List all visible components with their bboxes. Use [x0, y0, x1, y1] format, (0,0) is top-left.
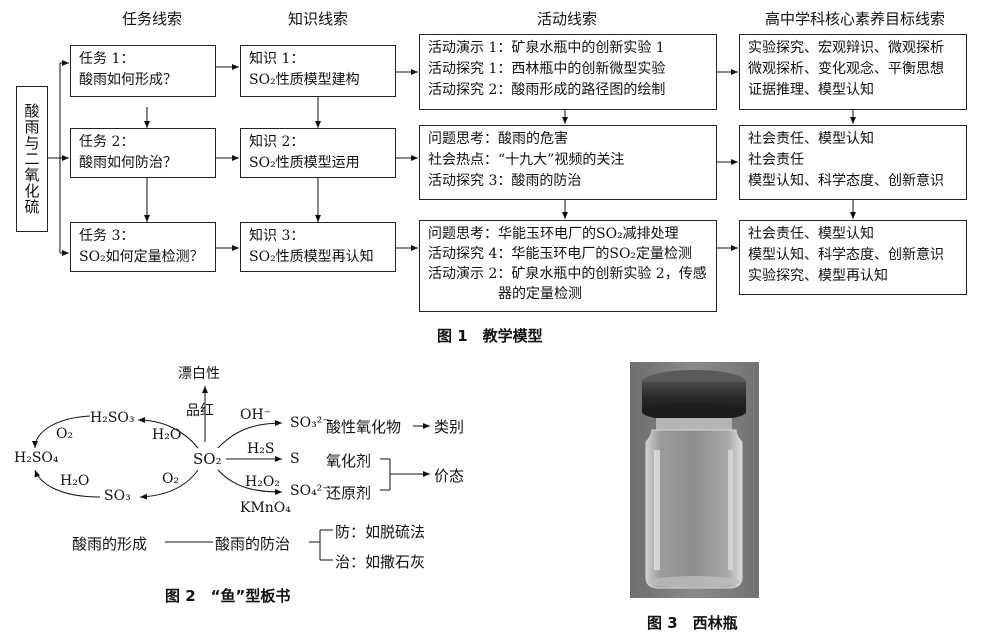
goal-box-2: 社会责任、模型认知 社会责任 模型认知、科学态度、创新意识 — [739, 125, 967, 200]
knowledge-2-title: 知识 2： — [249, 134, 305, 150]
knowledge-box-1: 知识 1： SO₂性质模型建构 — [240, 45, 396, 97]
knowledge-2-text: SO₂性质模型运用 — [249, 155, 360, 171]
label-o2-bottom: O₂ — [162, 471, 180, 487]
label-prevent: 防：如脱硫法 — [335, 523, 426, 541]
activity-1-line-3: 活动探究 2：酸雨形成的路径图的绘制 — [428, 82, 666, 98]
task-2-text: 酸雨如何防治？ — [79, 155, 177, 171]
node-h2so4: H₂SO₄ — [14, 450, 59, 466]
node-so3-2minus: SO₃²⁻ — [290, 415, 330, 431]
activity-1-line-2: 活动探究 1：西林瓶中的创新微型实验 — [428, 61, 666, 77]
label-category: 类别 — [434, 418, 465, 436]
activity-1-line-1: 活动演示 1：矿泉水瓶中的创新实验 1 — [428, 40, 665, 56]
header-goals: 高中学科核心素养目标线索 — [764, 10, 945, 28]
node-h2so3: H₂SO₃ — [90, 410, 135, 426]
goal-3-line-1: 社会责任、模型认知 — [748, 226, 874, 242]
task-3-text: SO₂如何定量检测？ — [79, 249, 204, 265]
node-so3: SO₃ — [104, 488, 131, 504]
activity-2-line-2: 社会热点：“十九大”视频的关注 — [428, 152, 625, 168]
goal-box-3: 社会责任、模型认知 模型认知、科学态度、创新意识 实验探究、模型再认知 — [739, 220, 967, 295]
goal-box-1: 实验探究、宏观辩识、微观探析 微观探析、变化观念、平衡思想 证据推理、模型认知 — [739, 34, 967, 110]
label-acidic-oxide: 酸性氧化物 — [326, 418, 402, 436]
label-h2o-bottom: H₂O — [60, 473, 90, 489]
label-h2s: H₂S — [247, 441, 275, 457]
label-valence: 价态 — [434, 467, 465, 485]
side-label: 酸雨与二氧化硫 — [16, 86, 48, 232]
activity-box-1: 活动演示 1：矿泉水瓶中的创新实验 1 活动探究 1：西林瓶中的创新微型实验 活… — [419, 34, 717, 110]
label-oh: OH⁻ — [240, 407, 272, 423]
node-so2: SO₂ — [193, 450, 222, 468]
goal-2-line-1: 社会责任、模型认知 — [748, 131, 874, 147]
task-1-text: 酸雨如何形成？ — [79, 72, 177, 88]
task-2-title: 任务 2： — [79, 134, 135, 150]
header-task: 任务线索 — [121, 10, 182, 28]
knowledge-1-text: SO₂性质模型建构 — [249, 72, 360, 88]
activity-3-line-4: 器的定量检测 — [428, 286, 582, 302]
vial-illustration — [630, 362, 759, 598]
knowledge-box-3: 知识 3： SO₂性质模型再认知 — [240, 222, 396, 272]
knowledge-3-title: 知识 3： — [249, 228, 305, 244]
vial-photo — [630, 362, 759, 598]
label-h2o-top: H₂O — [152, 427, 182, 443]
activity-2-line-3: 活动探究 3：酸雨的防治 — [428, 173, 582, 189]
label-acid-rain-formation: 酸雨的形成 — [72, 535, 148, 553]
figure3-caption: 图 3 西林瓶 — [647, 614, 738, 632]
label-h2o2: H₂O₂ — [245, 474, 280, 490]
activity-3-line-1: 问题思考：华能玉环电厂的SO₂减排处理 — [428, 226, 679, 242]
label-kmno4: KMnO₄ — [240, 500, 291, 516]
knowledge-box-2: 知识 2： SO₂性质模型运用 — [240, 128, 396, 178]
figure2-caption: 图 2 “鱼”型板书 — [165, 587, 291, 605]
goal-1-line-3: 证据推理、模型认知 — [748, 82, 874, 98]
task-1-title: 任务 1： — [79, 51, 135, 67]
node-s: S — [290, 451, 300, 467]
label-oxidant: 氧化剂 — [326, 452, 372, 470]
task-box-1: 任务 1： 酸雨如何形成？ — [70, 45, 216, 97]
knowledge-1-title: 知识 1： — [249, 51, 305, 67]
label-acid-rain-control: 酸雨的防治 — [215, 535, 291, 553]
label-reductant: 还原剂 — [326, 484, 372, 502]
label-pinhong: 品红 — [186, 403, 214, 419]
task-3-title: 任务 3： — [79, 228, 135, 244]
goal-3-line-3: 实验探究、模型再认知 — [748, 268, 888, 284]
label-bleach: 漂白性 — [178, 366, 220, 382]
header-activity: 活动线索 — [536, 10, 597, 28]
task-box-3: 任务 3： SO₂如何定量检测？ — [70, 222, 216, 272]
activity-2-line-1: 问题思考：酸雨的危害 — [428, 131, 568, 147]
label-treat: 治：如撒石灰 — [335, 553, 426, 571]
figure1-caption: 图 1 教学模型 — [437, 327, 543, 345]
goal-2-line-3: 模型认知、科学态度、创新意识 — [748, 173, 944, 189]
header-knowledge: 知识线索 — [287, 10, 348, 28]
goal-1-line-1: 实验探究、宏观辩识、微观探析 — [748, 40, 944, 56]
activity-3-line-2: 活动探究 4：华能玉环电厂的SO₂定量检测 — [428, 246, 693, 262]
goal-2-line-2: 社会责任 — [748, 152, 804, 168]
node-so4-2minus: SO₄²⁻ — [290, 483, 330, 499]
goal-1-line-2: 微观探析、变化观念、平衡思想 — [748, 61, 944, 77]
task-box-2: 任务 2： 酸雨如何防治？ — [70, 128, 216, 178]
activity-3-line-3: 活动演示 2：矿泉水瓶中的创新实验 2，传感 — [428, 266, 707, 282]
knowledge-3-text: SO₂性质模型再认知 — [249, 249, 374, 265]
label-o2-top: O₂ — [56, 426, 74, 442]
activity-box-3: 问题思考：华能玉环电厂的SO₂减排处理 活动探究 4：华能玉环电厂的SO₂定量检… — [419, 220, 717, 312]
activity-box-2: 问题思考：酸雨的危害 社会热点：“十九大”视频的关注 活动探究 3：酸雨的防治 — [419, 125, 717, 200]
goal-3-line-2: 模型认知、科学态度、创新意识 — [748, 247, 944, 263]
